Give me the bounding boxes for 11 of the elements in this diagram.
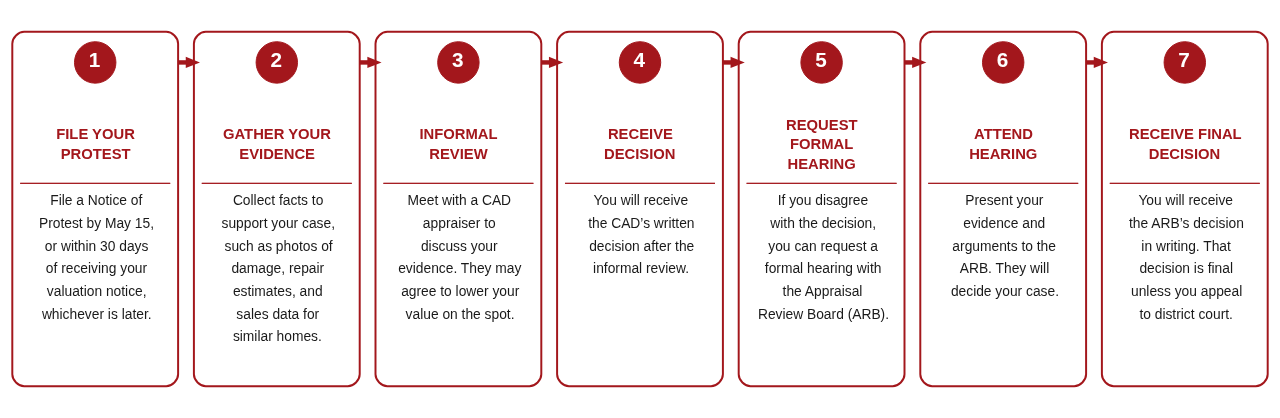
arrow — [178, 56, 200, 69]
arrow — [541, 56, 564, 69]
arrow — [722, 56, 745, 69]
arrow — [1086, 56, 1108, 69]
node-circle: 1 — [74, 41, 117, 84]
node-circle: 2 — [255, 41, 299, 84]
node-circle: 6 — [981, 41, 1025, 84]
node-circle: 4 — [618, 41, 662, 84]
node-circle: 7 — [1163, 41, 1206, 84]
node-circle: 3 — [437, 41, 480, 84]
node-circle: 5 — [800, 41, 843, 84]
